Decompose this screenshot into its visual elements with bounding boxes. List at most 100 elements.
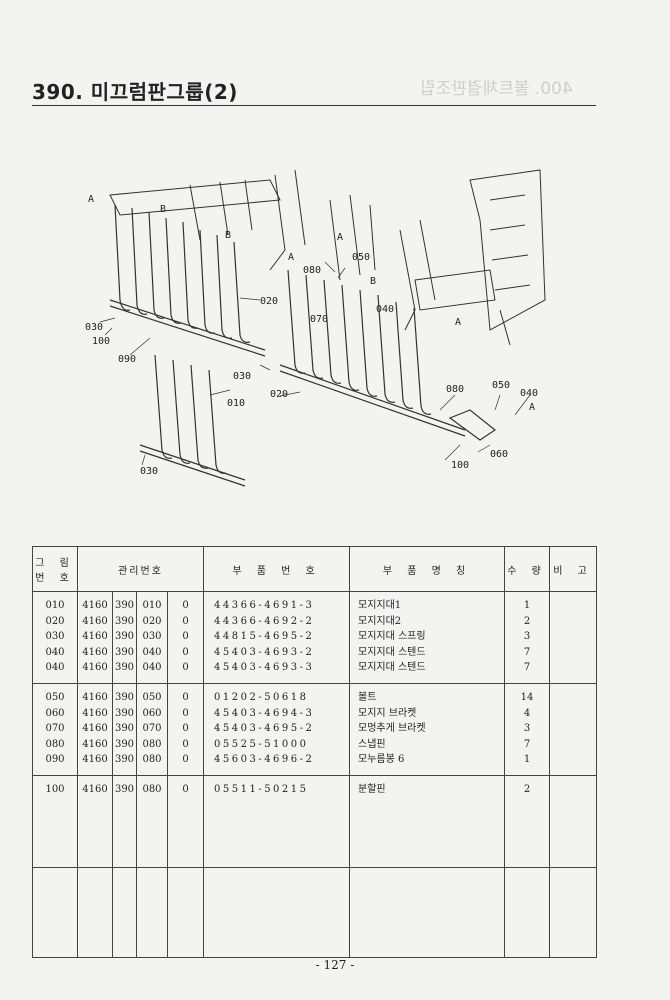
table-row: 4160 [82, 631, 108, 642]
cell-remark [549, 683, 597, 776]
table-row: 2 [523, 615, 531, 627]
table-row: 3 [523, 631, 531, 642]
label-100: 100 [451, 460, 469, 471]
table-row: 45603-4696-2 [214, 754, 315, 765]
cell-m2: 390 [112, 775, 137, 868]
table-row: 44366-4691-3 [214, 600, 315, 611]
header-part-name: 부 품 명 칭 [349, 546, 505, 592]
table-row: 0 [182, 723, 189, 734]
table-row: 080 [142, 738, 162, 750]
cell-remark [549, 775, 597, 868]
table-row: 4160 [82, 646, 108, 658]
table-row: 3 [523, 723, 531, 734]
parts-diagram: A B A B B A A 050 080 020 070 040 030 10… [85, 169, 546, 487]
table-row [550, 706, 596, 722]
label-050: 050 [352, 252, 370, 263]
table-row [550, 660, 596, 676]
label-030: 030 [85, 322, 103, 333]
table-row: 4160 [82, 754, 108, 765]
leader-lines [99, 261, 531, 466]
table-row [550, 690, 596, 706]
table-row: 030 [45, 631, 65, 642]
table-row: 390 [114, 646, 135, 658]
table-row: 4 [523, 707, 531, 719]
table-row [550, 598, 596, 614]
label-090: 090 [118, 354, 136, 365]
table-row: 090 [45, 754, 65, 765]
rake-loose [139, 354, 246, 487]
header-remark: 비 고 [549, 546, 597, 592]
label-b: B [160, 204, 166, 215]
table-row: 모지지대 스텐드 [358, 646, 426, 658]
table-row: 070 [45, 723, 65, 734]
table-row: 4160 [82, 615, 108, 627]
table-row: 040 [45, 662, 65, 673]
table-row: 0 [182, 784, 189, 795]
table-row: 0 [182, 707, 189, 719]
table-row: 040 [142, 662, 162, 673]
table-row: 45403-4693-3 [214, 662, 315, 673]
table-row: 45403-4695-2 [214, 723, 315, 734]
table-row: 7 [523, 662, 531, 673]
table-row: 모지지대1 [358, 600, 402, 611]
cell-fig: 100 [32, 775, 78, 868]
table-row: 05525-51000 [214, 738, 309, 750]
table-row: 05511-50215 [214, 784, 309, 795]
table-row: 45403-4693-2 [214, 646, 315, 658]
header-part-no: 부 품 번 호 [203, 546, 350, 592]
table-row: 모멍추게 브라켓 [358, 723, 426, 734]
title-rule [32, 105, 596, 106]
frame-structure [109, 169, 546, 346]
table-row: 010 [45, 600, 65, 611]
table-row: 1 [523, 600, 531, 611]
table-row: 4160 [82, 738, 108, 750]
cell-qty: 1 2 3 7 7 [504, 591, 550, 684]
table-row: 볼트 [358, 692, 377, 703]
table-row-empty [32, 867, 597, 958]
table-row: 080 [142, 784, 162, 795]
table-row: 390 [114, 631, 135, 642]
cell-m3: 080 [136, 775, 168, 868]
table-row [550, 737, 596, 753]
table-row: 080 [45, 738, 65, 750]
table-row: 0 [182, 631, 189, 642]
cell-qty: 2 [504, 775, 550, 868]
label-010: 010 [227, 398, 245, 409]
table-row: 0 [182, 615, 189, 627]
table-row: 0 [182, 662, 189, 673]
label-060: 060 [490, 449, 508, 460]
table-row: 030 [142, 631, 162, 642]
label-040: 040 [376, 304, 394, 315]
table-row: 모누름봉 6 [358, 754, 405, 765]
label-b: B [370, 276, 376, 287]
table-row: 040 [142, 646, 162, 658]
table-row: 390 [114, 692, 135, 703]
cell-m1: 4160 [77, 775, 113, 868]
page-number: - 127 - [315, 958, 355, 972]
table-row: 100 [45, 784, 65, 795]
label-100: 100 [92, 336, 110, 347]
label-030: 030 [233, 371, 251, 382]
table-row: 390 [114, 784, 135, 795]
cell-name: 분할핀 [349, 775, 505, 868]
table-row: 7 [523, 646, 531, 658]
table-row [550, 614, 596, 630]
table-row: 390 [114, 707, 135, 719]
table-row: 4160 [82, 600, 108, 611]
parts-table: 그 림 번 호 관리번호 부 품 번 호 부 품 명 칭 수 량 비 고 010… [32, 546, 597, 958]
table-row: 0 [182, 754, 189, 765]
table-row: 040 [45, 646, 65, 658]
table-row: 390 [114, 738, 135, 750]
table-row: 2 [523, 784, 531, 795]
